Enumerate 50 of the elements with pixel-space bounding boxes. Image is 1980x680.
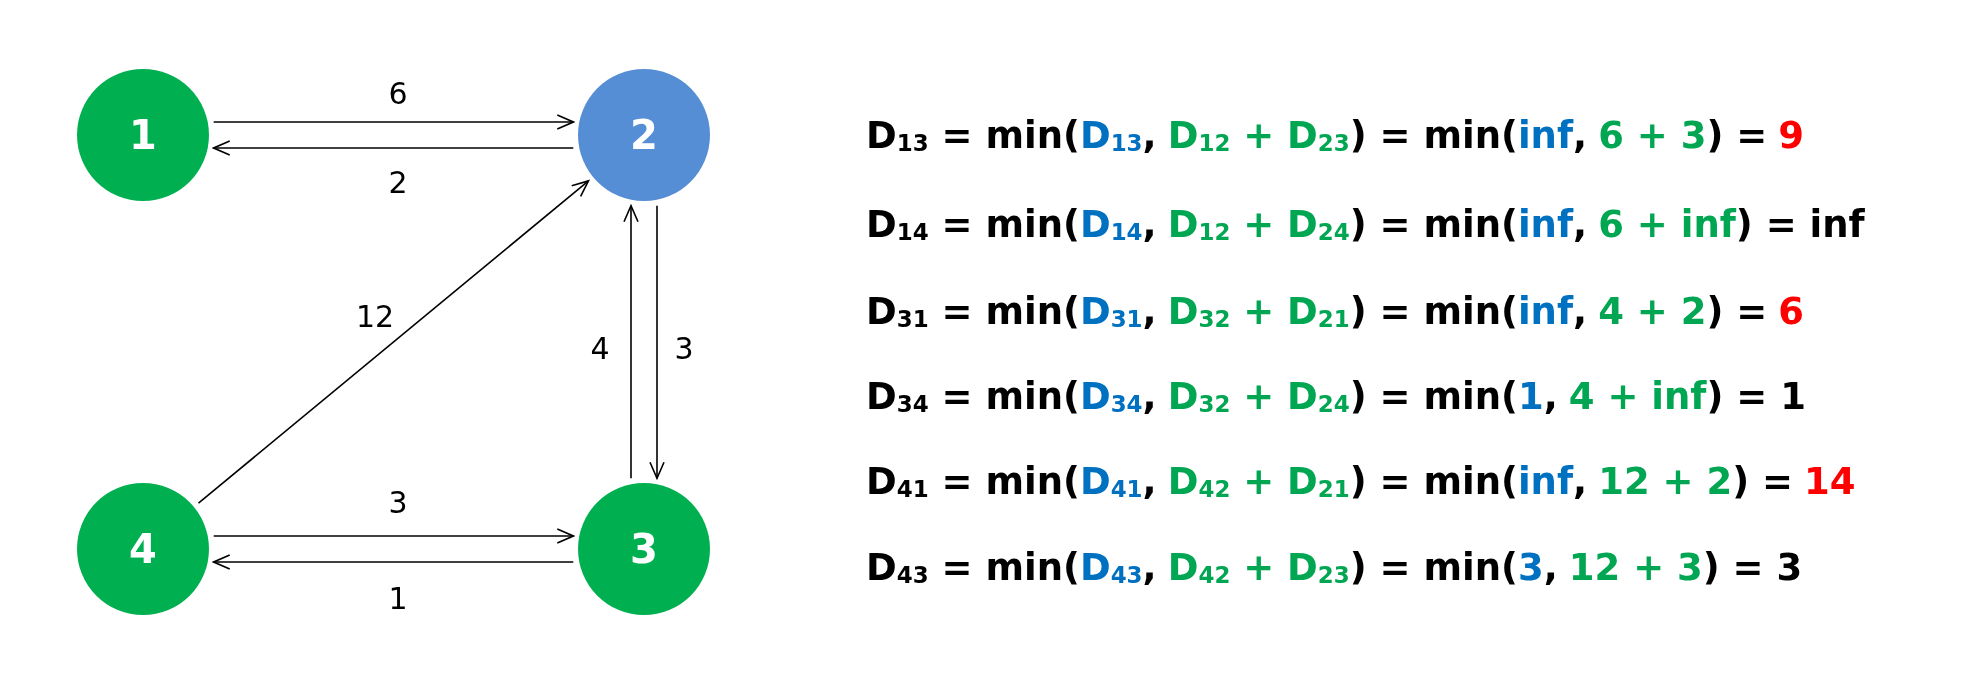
equation-term: ) = (1706, 113, 1768, 157)
equation-term: ) = min( (1349, 113, 1518, 157)
equation-term: , (1543, 374, 1558, 418)
equation-term: , (1142, 289, 1157, 333)
equation-term: , (1543, 545, 1558, 589)
arrow (212, 528, 575, 544)
node-label: 2 (630, 112, 658, 158)
equation-term: inf (1517, 113, 1574, 157)
equation-term: 6 + inf (1598, 202, 1736, 246)
equation-term: 6 + 3 (1598, 113, 1707, 157)
node-label: 3 (630, 526, 658, 572)
equation-term: inf (1517, 202, 1574, 246)
equation-term: inf (1517, 459, 1574, 503)
equation-term: , (1142, 459, 1157, 503)
equation-term: 9 (1778, 113, 1805, 157)
equation-term: ) = min( (1349, 459, 1518, 503)
arrow (197, 180, 590, 504)
arrow (212, 114, 575, 130)
equation-term: 6 (1778, 289, 1805, 333)
equation-term: 12 + 3 (1568, 545, 1703, 589)
equation-term: , (1142, 545, 1157, 589)
equation-term: ) = (1706, 289, 1768, 333)
equation-term: ) = inf (1735, 202, 1865, 246)
equation-term: , (1142, 202, 1157, 246)
equation-term: ) = min( (1349, 374, 1518, 418)
equation-term: ) = 3 (1702, 545, 1803, 589)
equation-term: 12 + 2 (1598, 459, 1733, 503)
equation-term: , (1142, 374, 1157, 418)
equation-term: ) = 1 (1706, 374, 1806, 418)
arrow (649, 204, 665, 480)
equation-term: inf (1517, 289, 1574, 333)
arrow (212, 140, 575, 156)
equation-term: ) = min( (1349, 202, 1518, 246)
equation-term: , (1573, 459, 1588, 503)
equation-term: ) = min( (1349, 545, 1518, 589)
equation-term: ) = min( (1349, 289, 1518, 333)
equation-term: 3 (1517, 545, 1544, 589)
equation-term: 14 (1804, 459, 1856, 503)
equation-term: 4 + 2 (1598, 289, 1707, 333)
arrow (212, 554, 575, 570)
equation-term: 4 + inf (1568, 374, 1707, 418)
equation-term: , (1142, 113, 1157, 157)
equation-term: ) = (1732, 459, 1793, 503)
arrow (623, 204, 639, 480)
node-label: 4 (129, 526, 157, 572)
equation-term: , (1573, 113, 1588, 157)
node-label: 1 (129, 112, 157, 158)
equation-term: 1 (1517, 374, 1544, 418)
equation-term: , (1573, 289, 1588, 333)
equation-term: , (1573, 202, 1588, 246)
